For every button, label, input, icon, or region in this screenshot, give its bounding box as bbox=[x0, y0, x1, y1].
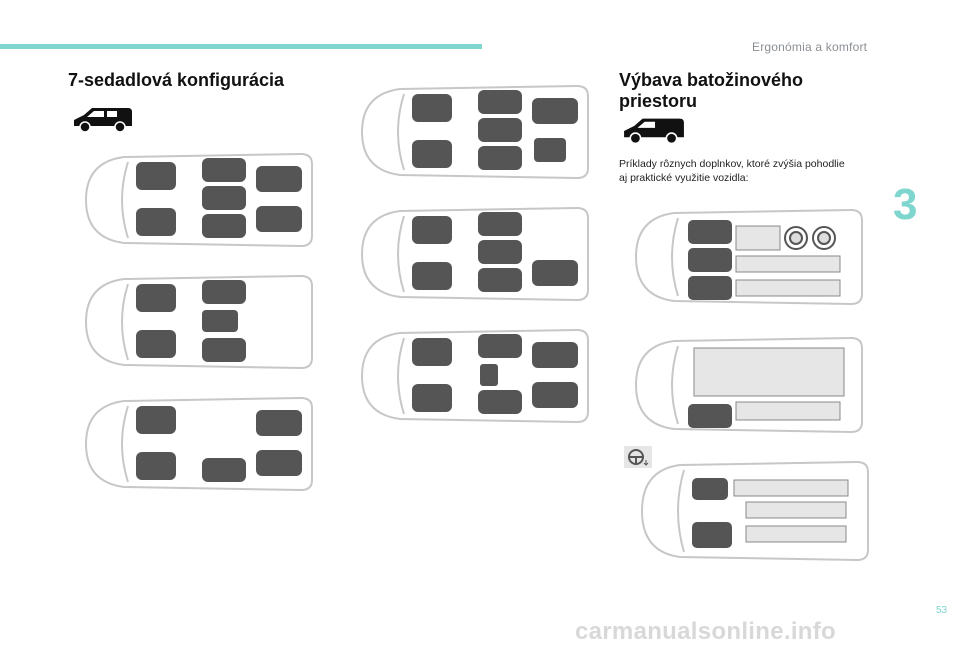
steering-wheel-icon bbox=[624, 446, 652, 468]
section-header: Ergonómia a komfort bbox=[752, 40, 868, 54]
header-accent-bar bbox=[0, 44, 482, 49]
section-title-luggage: Výbava batožinového priestoru bbox=[619, 70, 849, 112]
seating-layout-1 bbox=[84, 152, 313, 248]
vehicle-outline bbox=[84, 152, 313, 248]
title-line-1: Výbava batožinového bbox=[619, 70, 804, 90]
section-title-seating: 7-sedadlová konfigurácia bbox=[68, 70, 285, 90]
watermark: carmanualsonline.info bbox=[575, 618, 837, 645]
chapter-number: 3 bbox=[893, 180, 918, 229]
title-line-2: priestoru bbox=[619, 91, 698, 111]
seating-layout-6 bbox=[360, 328, 589, 424]
seating-layout-2 bbox=[84, 274, 313, 370]
van-side-icon bbox=[74, 108, 132, 133]
cargo-layout-1 bbox=[634, 208, 863, 306]
seating-layout-5 bbox=[360, 206, 589, 302]
van-side-icon bbox=[624, 118, 684, 145]
page-number: 53 bbox=[936, 605, 948, 616]
seat-group bbox=[136, 158, 302, 238]
seating-layout-3 bbox=[84, 396, 313, 492]
cargo-layout-2 bbox=[634, 336, 863, 434]
description-text: Príklady rôznych doplnkov, ktoré zvýšia … bbox=[619, 158, 845, 184]
seating-layout-4 bbox=[360, 84, 589, 180]
cargo-layout-3 bbox=[640, 460, 869, 562]
